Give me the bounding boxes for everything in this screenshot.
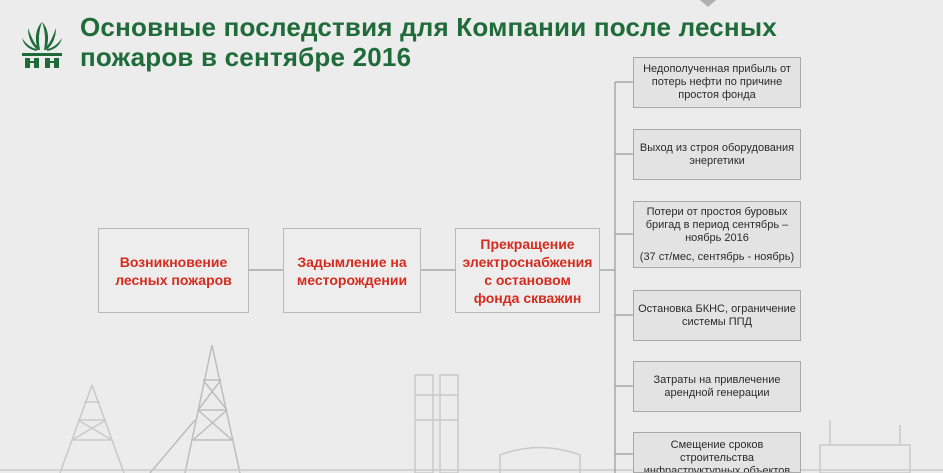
- consequence-box: Остановка БКНС, ограничение системы ППД: [633, 290, 801, 341]
- consequence-note: (37 ст/мес, сентябрь - ноябрь): [639, 250, 795, 263]
- oil-derrick-icon: [149, 344, 241, 473]
- consequence-text: Выход из строя оборудования энергетики: [639, 141, 795, 167]
- consequence-text: Недополученная прибыль от потерь нефти п…: [643, 63, 791, 101]
- chain-step-wildfires: Возникновение лесных пожаров: [98, 228, 249, 313]
- company-logo-icon: [22, 22, 62, 68]
- consequence-box: Недополученная прибыль от потерь нефти п…: [633, 57, 801, 108]
- consequence-text: Смещение сроков строительства инфраструк…: [643, 439, 791, 473]
- consequence-text: Остановка БКНС, ограничение системы ППД: [638, 302, 796, 328]
- oil-derrick-icon: [59, 384, 125, 473]
- consequence-box: Потери от простоя буровых бригад в перио…: [633, 201, 801, 268]
- arrow-marker-icon: [700, 0, 716, 7]
- consequence-box: Затраты на привлечение арендной генераци…: [633, 361, 801, 412]
- facility-icon: [819, 420, 911, 473]
- page-title: Основные последствия для Компании после …: [80, 12, 777, 72]
- storage-tower-icon: [414, 374, 459, 473]
- chain-step-smoke: Задымление на месторождении: [283, 228, 421, 313]
- consequence-text: Затраты на привлечение арендной генераци…: [653, 373, 781, 399]
- tank-icon: [499, 446, 581, 473]
- consequence-box: Выход из строя оборудования энергетики: [633, 129, 801, 180]
- consequence-text: Потери от простоя буровых бригад в перио…: [645, 205, 789, 244]
- chain-step-power-outage: Прекращение электроснабжения с остановом…: [455, 228, 600, 313]
- consequence-box: Смещение сроков строительства инфраструк…: [633, 432, 801, 473]
